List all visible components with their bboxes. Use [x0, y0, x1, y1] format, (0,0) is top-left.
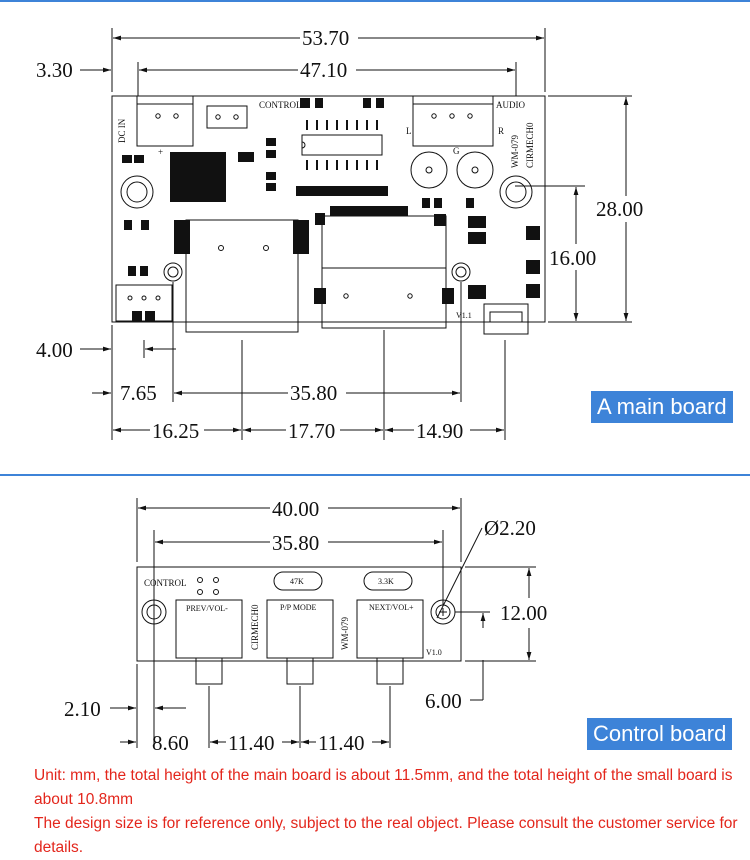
dim-cb-overall-width: 40.00 — [272, 497, 319, 521]
audio-label: AUDIO — [496, 100, 525, 110]
dim-segment-1: 16.25 — [152, 419, 199, 443]
model-label-1: WM-079 — [510, 135, 520, 168]
control-board-drawing — [110, 498, 536, 748]
dim-segment-3: 14.90 — [416, 419, 463, 443]
dim-hole-span: 35.80 — [290, 381, 337, 405]
right-channel-label: R — [498, 126, 504, 136]
model-label-small-1: CIRMECH0 — [250, 604, 260, 650]
dim-left-offset: 3.30 — [36, 58, 73, 82]
dim-cb-left-offset: 2.10 — [64, 697, 101, 721]
pp-button-label: P/P MODE — [280, 603, 316, 612]
model-label-small-2: WM-079 — [340, 617, 350, 650]
note-disclaimer: The design size is for reference only, s… — [34, 815, 738, 856]
dim-hole-offset: 7.65 — [120, 381, 157, 405]
resistor-47k — [273, 571, 323, 591]
main-board-dimensions: 53.70 47.10 3.30 28.00 16.00 4.00 7.65 3… — [36, 26, 643, 443]
left-channel-label: L — [406, 126, 412, 136]
dim-cb-hole-diameter: Ø2.20 — [484, 516, 536, 540]
main-board-drawing — [80, 28, 632, 440]
next-button-label: NEXT/VOL+ — [369, 603, 414, 612]
plus-label: + — [158, 147, 163, 157]
dim-inner-width: 47.10 — [300, 58, 347, 82]
regulator-chip — [170, 152, 226, 202]
control-label: CONTROL — [259, 100, 302, 110]
ground-label: G — [453, 146, 460, 156]
prev-button-label: PREV/VOL- — [186, 604, 228, 613]
note-units: Unit: mm, the total height of the main b… — [34, 767, 733, 808]
resistor-3-3k — [363, 571, 413, 591]
control-board-outline — [136, 566, 462, 662]
control-label-small: CONTROL — [144, 578, 187, 588]
resistor-47k-label: 47K — [290, 577, 304, 586]
main-board-labels: CONTROL AUDIO L R G + DC IN WM-079 CIRME… — [117, 100, 535, 320]
dim-height: 28.00 — [596, 197, 643, 221]
control-board-labels: CONTROL PREV/VOL- P/P MODE NEXT/VOL+ 47K… — [144, 577, 442, 657]
dim-cb-hole-height: 6.00 — [425, 689, 462, 713]
notes: Unit: mm, the total height of the main b… — [34, 764, 744, 860]
dim-cb-spacing-1: 11.40 — [228, 731, 274, 755]
main-board-title: A main board — [591, 391, 733, 423]
control-board-dimensions: 40.00 35.80 Ø2.20 12.00 6.00 2.10 8.60 1… — [64, 497, 547, 755]
version-label: V1.1 — [456, 311, 472, 320]
dim-mount-height: 16.00 — [549, 246, 596, 270]
main-board-outline — [111, 95, 546, 323]
main-board-components — [122, 98, 540, 321]
model-label-2: CIRMECH0 — [525, 122, 535, 168]
dim-cb-hole-span: 35.80 — [272, 531, 319, 555]
resistor-3-3k-label: 3.3K — [378, 577, 394, 586]
dim-bottom-offset: 4.00 — [36, 338, 73, 362]
control-board-title: Control board — [587, 718, 733, 750]
dim-segment-2: 17.70 — [288, 419, 335, 443]
dim-cb-spacing-2: 11.40 — [318, 731, 364, 755]
dim-cb-first-button: 8.60 — [152, 731, 189, 755]
dim-overall-width: 53.70 — [302, 26, 349, 50]
dc-in-label: DC IN — [117, 118, 127, 143]
version-label-small: V1.0 — [426, 648, 442, 657]
dim-cb-height: 12.00 — [500, 601, 547, 625]
